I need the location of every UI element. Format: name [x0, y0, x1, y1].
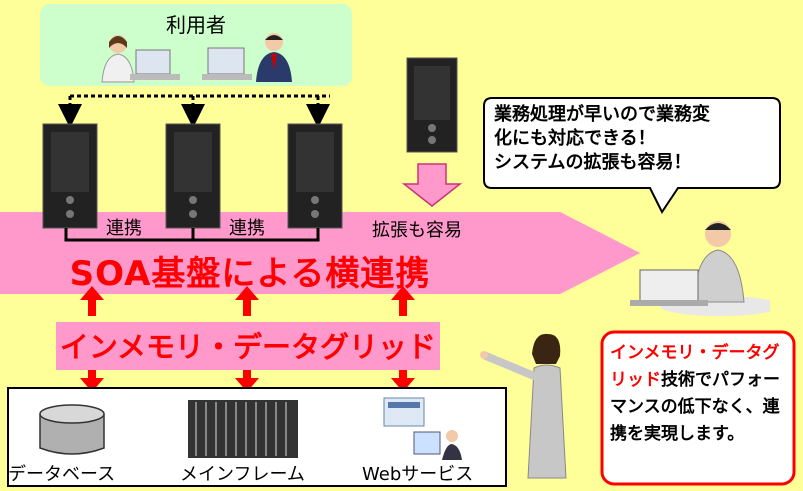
speech-bubble-text: 業務処理が早いので業務変 化にも対応できる！ システムの拡張も容易！ — [494, 103, 774, 175]
database-label: データベース — [8, 464, 116, 485]
speech-line-1: 業務処理が早いので業務変 — [494, 104, 710, 125]
users-illustration — [101, 33, 292, 83]
double-arrow-icon — [391, 286, 415, 392]
web-service-icon — [383, 397, 462, 460]
server-icon — [42, 123, 98, 229]
callout-rest: 技術でパフォーマンスの低下なく、連携を実現します。 — [610, 370, 780, 444]
link-label-left: 連携 — [106, 218, 142, 239]
user-dotted-links — [58, 94, 330, 128]
mainframe-icon — [188, 400, 298, 458]
data-grid-band — [56, 322, 440, 370]
server-icon — [165, 123, 221, 229]
mainframe-label: メインフレーム — [180, 464, 305, 485]
female-user-icon — [101, 35, 180, 83]
database-icon — [39, 404, 105, 455]
callout-box — [600, 330, 796, 486]
new-server-icon — [406, 57, 458, 153]
soa-title: SOA基盤による横連携 — [69, 254, 431, 294]
presenter-woman-illustration — [480, 333, 567, 479]
businessman-laptop-illustration — [630, 221, 770, 316]
server-link-line — [64, 228, 320, 242]
webservice-label: Webサービス — [362, 464, 474, 485]
data-grid-title: インメモリ・データグリッド — [59, 330, 437, 364]
link-label-right: 連携 — [229, 218, 265, 239]
callout-highlight: インメモリ・データグリッド — [610, 343, 780, 390]
double-arrow-icon — [235, 286, 259, 392]
expand-label: 拡張も容易 — [372, 220, 462, 241]
users-label: 利用者 — [166, 13, 226, 37]
callout-text: インメモリ・データグリッド技術でパフォーマンスの低下なく、連携を実現します。 — [610, 340, 790, 448]
horizontal-integration-arrow — [0, 212, 640, 294]
users-group-box — [40, 4, 352, 86]
speech-line-3: システムの拡張も容易！ — [494, 152, 692, 173]
speech-bubble — [483, 97, 781, 214]
double-arrow-icon — [80, 286, 104, 392]
server-icon — [287, 123, 343, 229]
speech-line-2: 化にも対応できる！ — [494, 128, 656, 149]
male-user-icon — [202, 33, 292, 82]
expand-down-arrow — [401, 163, 463, 207]
